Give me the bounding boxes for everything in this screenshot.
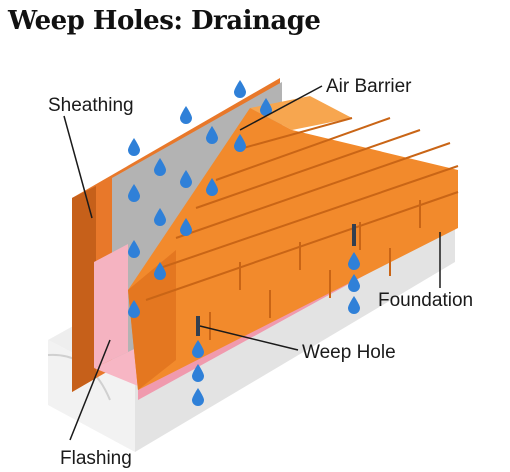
water-drop-icon [348,252,360,270]
air-barrier-label: Air Barrier [326,76,412,97]
brick-course-2 [159,165,459,269]
sheathing-leader [63,115,93,219]
water-drop-icon [180,106,192,124]
water-drop-icon [128,240,140,258]
water-drop-icon [180,218,192,236]
brick-course-5 [215,117,391,181]
weep-hole [196,316,200,336]
water-drop-icon [128,184,140,202]
water-drop-icon [348,274,360,292]
foundation-side [135,215,455,452]
water-drop-icon [206,178,218,196]
water-drop-icon [206,126,218,144]
weep-hole [352,224,356,246]
water-drop-icon [192,364,204,382]
water-drop-icon [234,80,246,98]
foundation-label: Foundation [378,290,473,311]
brick-wall-top [250,96,352,130]
weep-hole-label: Weep Hole [302,342,396,363]
page-title: Weep Holes: Drainage [8,6,321,36]
brick-wall [128,96,459,390]
sheathing-edge [72,186,96,392]
water-drop-icon [154,208,166,226]
water-drop-icon [180,170,192,188]
water-drop-icon [192,388,204,406]
flashing-label: Flashing [60,448,132,469]
water-drop-icon [154,262,166,280]
water-drop-icon [128,300,140,318]
water-drop-icon [260,98,272,116]
brick-course-3 [175,142,451,239]
water-drop-icon [128,138,140,156]
foundation-front [48,340,135,452]
brick-course-4 [195,129,421,209]
brick-course-6 [235,117,353,151]
weep-hole-leader [199,325,299,351]
water-drop-icon [154,158,166,176]
water-drop-icon [348,296,360,314]
leader-lines [63,85,441,441]
flashing-leader [69,339,111,441]
flashing-vertical [94,244,128,368]
sheathing-label: Sheathing [48,95,134,116]
brick-wall-left-end [128,250,176,390]
water-drop-icon [234,134,246,152]
brick-course-1 [145,191,459,301]
water-droplets [128,80,360,406]
water-drop-icon [192,340,204,358]
air-barrier-leader [239,85,323,131]
